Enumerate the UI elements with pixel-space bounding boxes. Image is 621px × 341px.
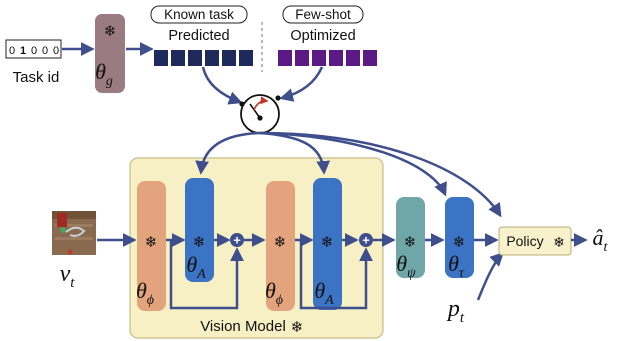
observation-image — [52, 211, 96, 255]
theta-g-frozen-icon: ❄ — [104, 22, 117, 40]
few-shot-tag — [282, 5, 364, 24]
adapter-1-frozen-icon: ❄ — [193, 233, 206, 251]
task-id-bit-0: 0 — [9, 45, 15, 57]
predicted-embedding-cell — [222, 50, 236, 66]
predicted-embedding-cell — [205, 50, 219, 66]
tau-frozen-icon: ❄ — [453, 233, 466, 251]
phi-1-symbol: θϕ — [136, 278, 154, 308]
predicted-embedding — [154, 50, 253, 66]
arrow-proprio-policy — [476, 252, 504, 301]
adapter-2-frozen-icon: ❄ — [321, 233, 334, 251]
task-id-bit-2: 0 — [31, 45, 37, 57]
predicted-label: Predicted — [168, 28, 229, 44]
phi-1-frozen-icon: ❄ — [145, 233, 158, 251]
add-node-1: + — [230, 233, 244, 248]
predicted-embedding-cell — [154, 50, 168, 66]
proprio-symbol: pt — [446, 296, 465, 326]
arrow-optimized-switch — [279, 66, 324, 102]
tau-block — [445, 197, 474, 278]
condition-arrow-adapter-1 — [195, 131, 261, 175]
optimized-embedding-cell — [346, 50, 360, 66]
task-id-box — [5, 39, 62, 59]
output-symbol: ât — [593, 225, 609, 255]
theta-g-block — [95, 14, 125, 93]
optimized-embedding — [278, 50, 377, 66]
task-id-bit-4: 0 — [53, 45, 59, 57]
svg-text:+: + — [233, 233, 241, 248]
vision-model-frozen-icon: ❄ — [291, 318, 304, 336]
psi-frozen-icon: ❄ — [404, 233, 417, 251]
optimized-embedding-cell — [295, 50, 309, 66]
task-id-label: Task id — [13, 69, 60, 86]
policy-frozen-icon: ❄ — [553, 235, 565, 251]
skip-connection-1 — [169, 240, 244, 310]
arrow-predicted-switch — [201, 66, 243, 105]
vision-model-box — [129, 157, 384, 339]
phi-block-2 — [266, 181, 295, 311]
task-id-bit-3: 0 — [42, 45, 48, 57]
switch-icon — [239, 94, 281, 134]
optimized-embedding-cell — [312, 50, 326, 66]
adapter-2-symbol: θA — [314, 278, 334, 308]
known-task-tag-text: Known task — [164, 7, 234, 22]
optimized-embedding-cell — [329, 50, 343, 66]
known-task-tag — [150, 5, 248, 24]
predicted-embedding-cell — [171, 50, 185, 66]
psi-block — [396, 197, 425, 278]
adapter-block-2 — [313, 178, 342, 310]
adapter-1-symbol: θA — [186, 252, 206, 282]
psi-symbol: θψ — [396, 251, 416, 281]
add-node-2: + — [359, 233, 373, 248]
condition-arrow-policy — [259, 131, 502, 218]
theta-g-symbol: θg — [95, 59, 113, 89]
svg-text:+: + — [362, 233, 370, 248]
skip-connection-2 — [299, 240, 373, 310]
phi-block-1 — [137, 181, 166, 311]
optimized-embedding-cell — [363, 50, 377, 66]
task-id-bit-1: 1 — [20, 45, 26, 57]
few-shot-tag-text: Few-shot — [295, 7, 351, 22]
policy-label: Policy — [506, 233, 543, 249]
phi-2-symbol: θϕ — [265, 278, 283, 308]
predicted-embedding-cell — [239, 50, 253, 66]
tau-symbol: θτ — [448, 251, 465, 281]
input-symbol: vt — [60, 261, 76, 291]
predicted-embedding-cell — [188, 50, 202, 66]
phi-2-frozen-icon: ❄ — [274, 233, 287, 251]
optimized-embedding-cell — [278, 50, 292, 66]
vision-model-label: Vision Model — [200, 318, 286, 335]
adapter-block-1 — [185, 178, 214, 282]
optimized-label: Optimized — [290, 28, 355, 44]
